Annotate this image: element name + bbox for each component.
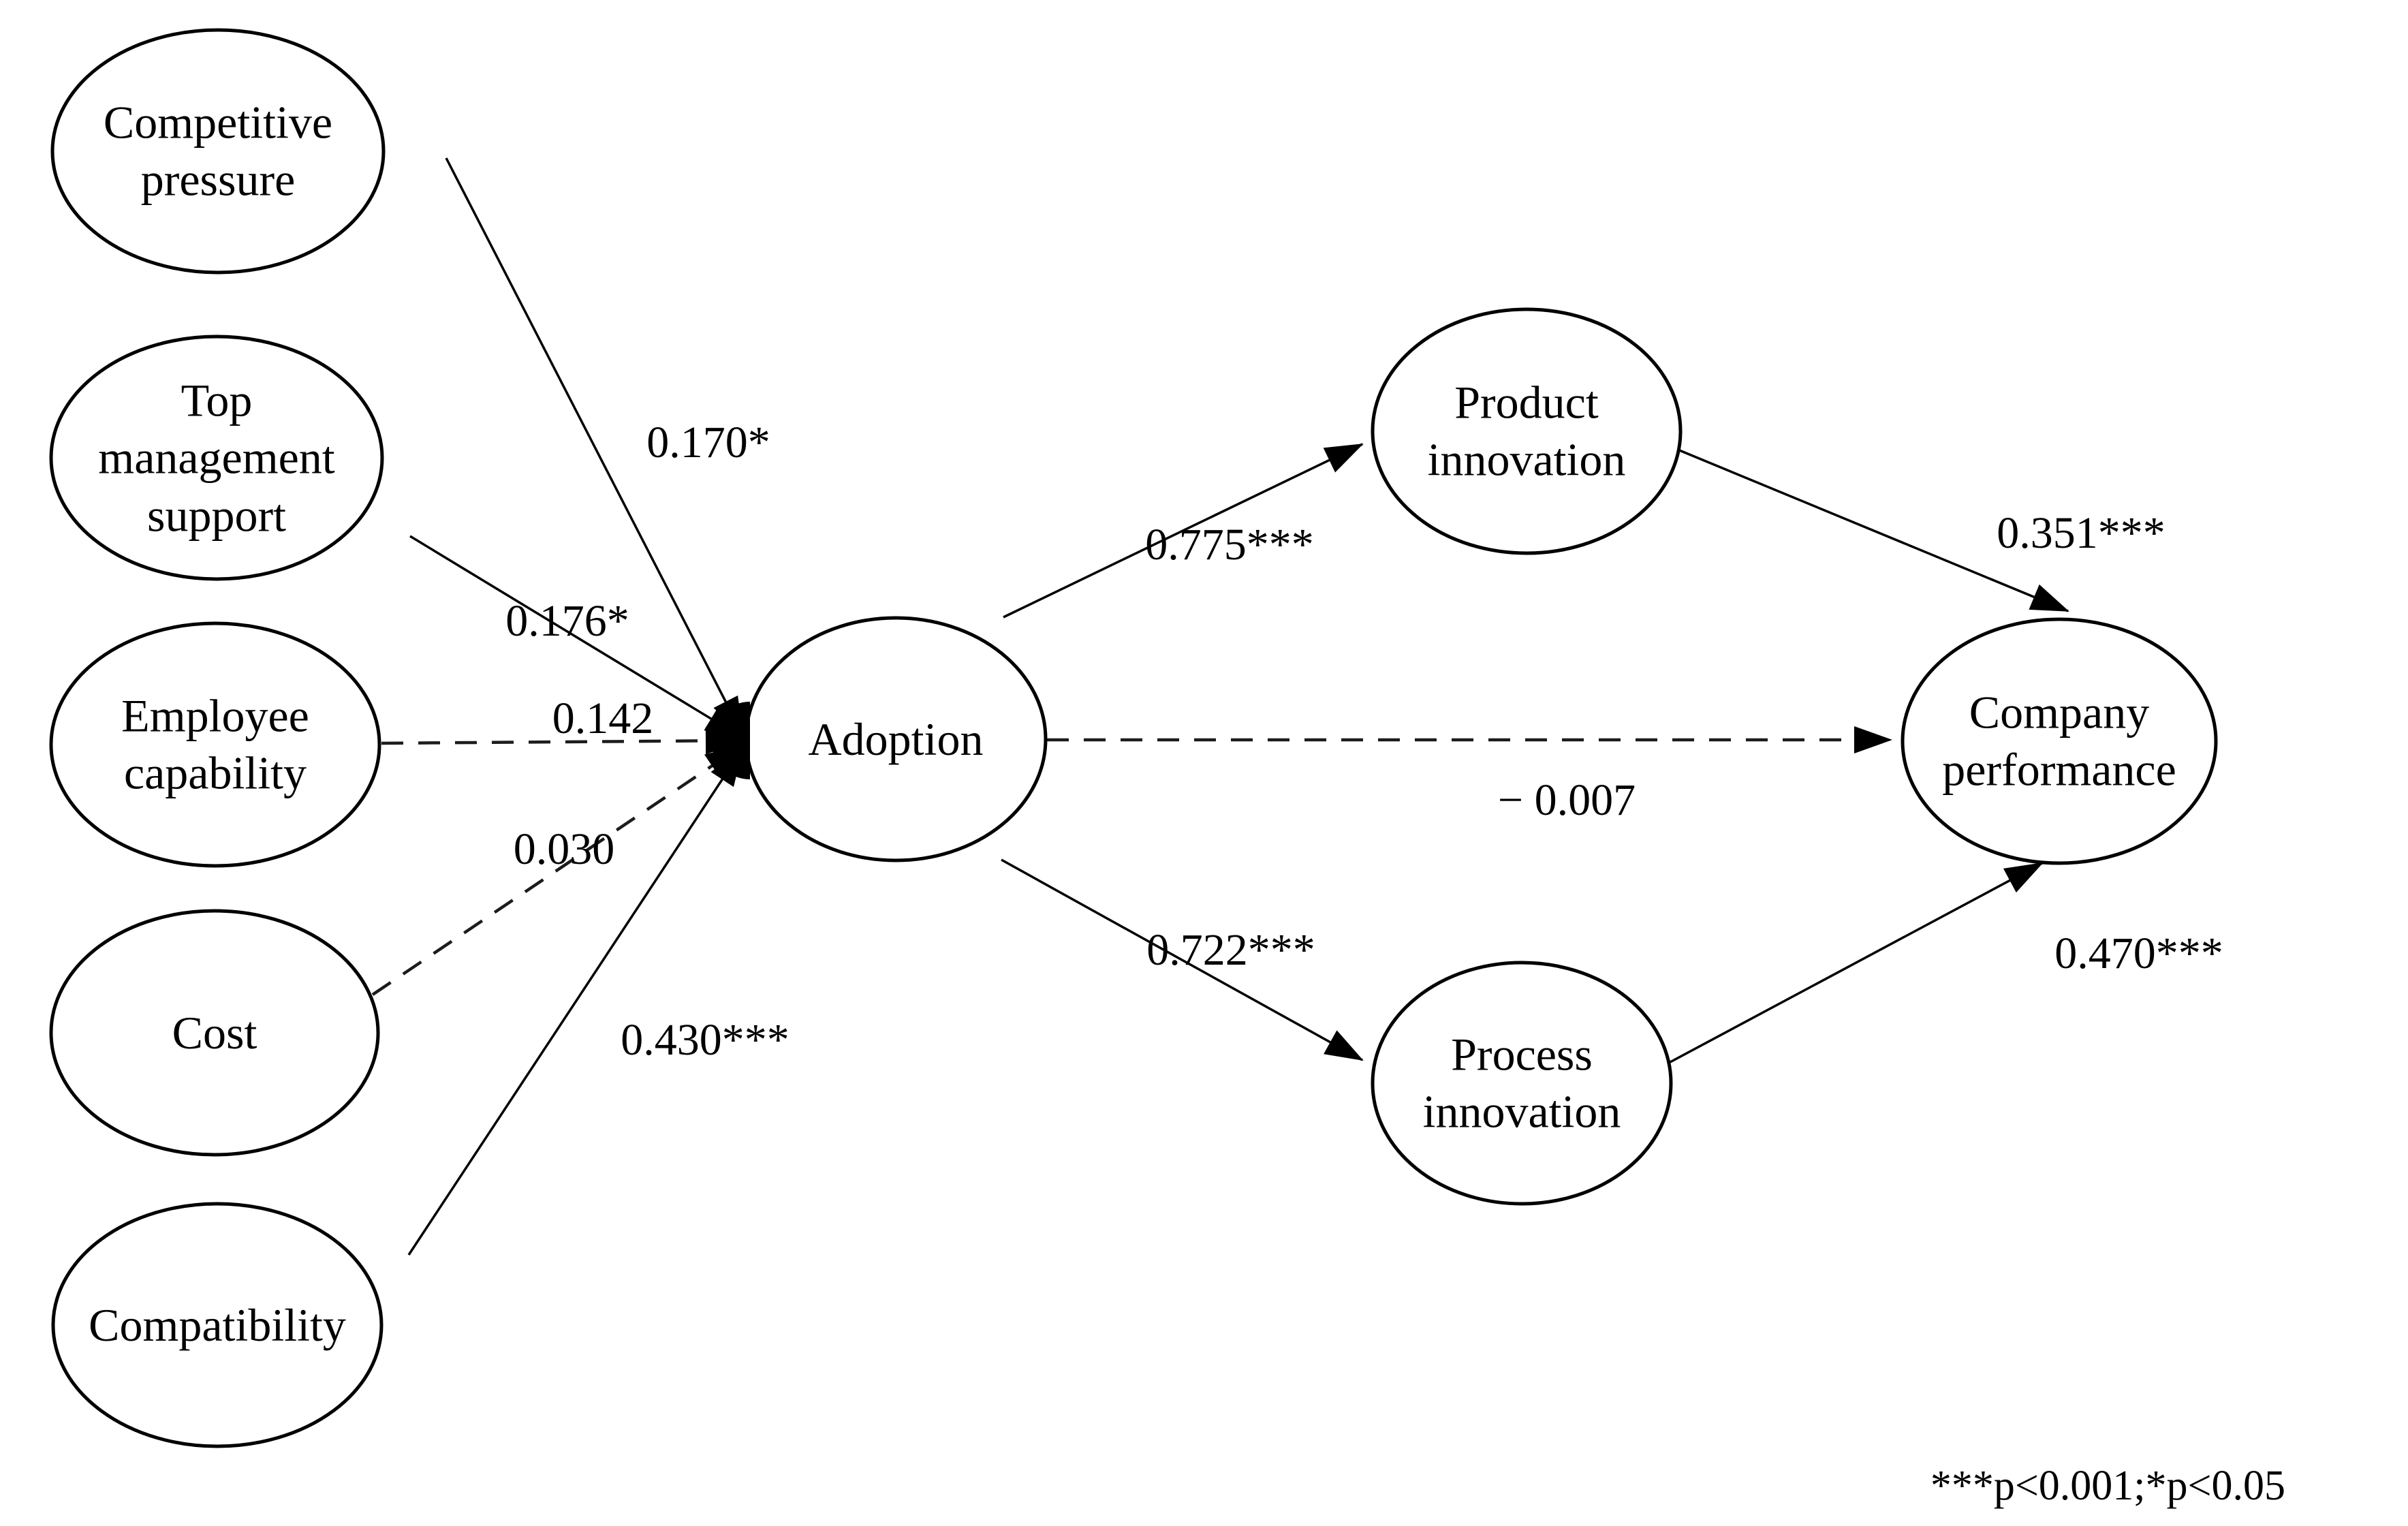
coefficient-compatibility-adoption: 0.430*** xyxy=(621,1015,789,1065)
edge-competitive-pressure-to-adoption xyxy=(445,157,744,736)
node-process-innovation-ellipse xyxy=(1371,961,1673,1206)
edge-compatibility-to-adoption xyxy=(407,747,744,1256)
edges xyxy=(371,157,2069,1256)
node-competitive-pressure-ellipse xyxy=(50,28,386,275)
node-label-company-performance: Company performance xyxy=(1942,686,2176,796)
node-label-competitive-pressure: Competitive pressure xyxy=(103,96,333,206)
node-label-compatibility: Compatibility xyxy=(89,1298,346,1351)
node-label-product-innovation: Product innovation xyxy=(1427,376,1626,486)
coefficient-process-innovation-company-performance: 0.470*** xyxy=(2054,929,2223,978)
nodes xyxy=(49,28,2218,1448)
node-label-process-innovation: Process innovation xyxy=(1422,1028,1621,1138)
edge-adoption-to-process-innovation xyxy=(1001,858,1364,1061)
arrowhead-cluster xyxy=(711,702,750,779)
node-top-management-support-ellipse xyxy=(49,334,384,581)
coefficient-product-innovation-company-performance: 0.351*** xyxy=(1997,508,2165,558)
node-product-innovation-ellipse xyxy=(1371,307,1683,555)
node-compatibility-ellipse xyxy=(51,1202,384,1448)
coefficient-top-management-support-adoption: 0.176* xyxy=(505,596,629,646)
coefficient-competitive-pressure-adoption: 0.170* xyxy=(646,418,770,467)
edge-product-innovation-to-company-performance xyxy=(1677,448,2069,612)
node-label-top-management-support: Top management support xyxy=(98,374,335,542)
edge-process-innovation-to-company-performance xyxy=(1668,862,2044,1064)
edge-adoption-to-product-innovation xyxy=(1003,443,1364,619)
node-label-adoption: Adoption xyxy=(808,713,984,765)
node-label-employee-capability: Employee capability xyxy=(121,689,309,799)
node-employee-capability-ellipse xyxy=(49,621,381,868)
coefficient-employee-capability-adoption: 0.142 xyxy=(552,694,654,743)
edge-employee-capability-to-adoption xyxy=(381,727,744,755)
node-cost-ellipse xyxy=(49,909,380,1157)
coefficient-adoption-process-innovation: 0.722*** xyxy=(1146,925,1315,975)
node-company-performance-ellipse xyxy=(1901,617,2218,865)
node-label-cost: Cost xyxy=(172,1006,257,1059)
coefficient-adoption-product-innovation: 0.775*** xyxy=(1145,520,1314,570)
edge-top-management-support-to-adoption xyxy=(409,535,744,739)
significance-footnote: ***p<0.001;*p<0.05 xyxy=(1930,1463,2285,1509)
edge-cost-to-adoption xyxy=(371,744,744,996)
coefficient-cost-adoption: 0.030 xyxy=(513,824,615,874)
coefficient-adoption-company-performance: − 0.007 xyxy=(1497,775,1636,825)
